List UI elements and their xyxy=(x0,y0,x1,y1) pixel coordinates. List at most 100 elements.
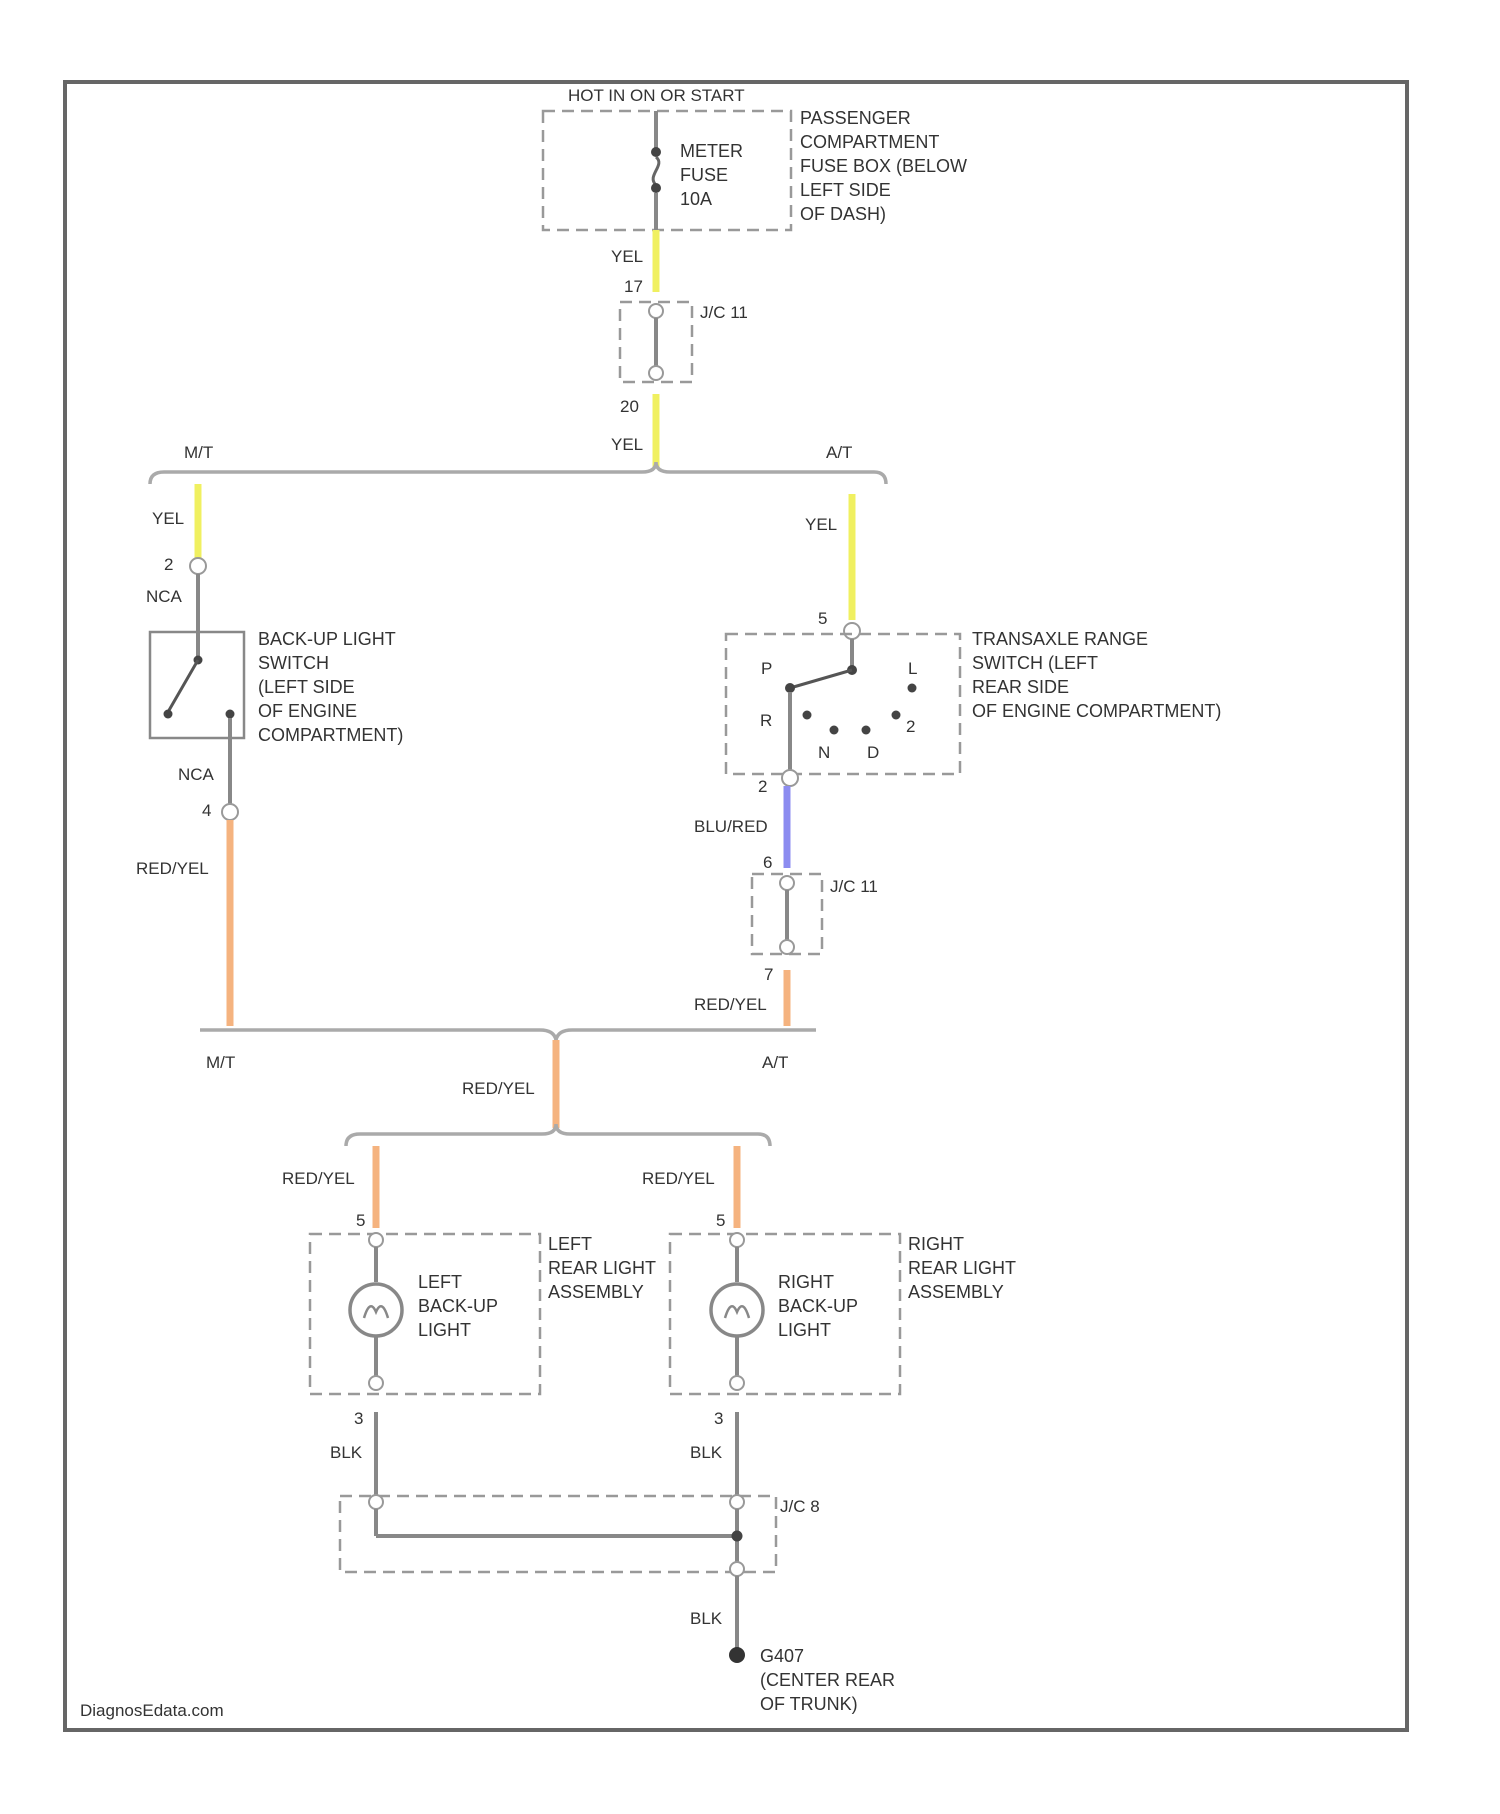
left-light-label-1: LEFT xyxy=(418,1272,462,1292)
range-switch-pin-in: 5 xyxy=(818,609,827,628)
wire-label-red-yel-left: RED/YEL xyxy=(282,1169,355,1188)
fuse-box-outline xyxy=(543,111,791,230)
right-bulb-filament xyxy=(725,1306,749,1318)
jc11-top-name: J/C 11 xyxy=(700,303,748,322)
backup-switch-pin-top: 2 xyxy=(164,555,173,574)
upper-branch-mt-label: M/T xyxy=(184,443,213,462)
range-switch-connector-in xyxy=(844,623,860,639)
jc11-bottom-pin-out: 7 xyxy=(764,965,773,984)
left-light-pin-bottom: 3 xyxy=(354,1409,363,1428)
right-assembly-label-2: REAR LIGHT xyxy=(908,1258,1016,1278)
range-position-2: 2 xyxy=(906,717,915,736)
range-position-n: N xyxy=(818,743,830,762)
wire-label-red-yel-mt: RED/YEL xyxy=(136,859,209,878)
backup-switch-desc-2: SWITCH xyxy=(258,653,329,673)
wire-label-red-yel-at: RED/YEL xyxy=(694,995,767,1014)
lower-branch-at-label: A/T xyxy=(762,1053,788,1072)
jc11-top-terminal-in xyxy=(649,304,663,318)
left-light-label-2: BACK-UP xyxy=(418,1296,498,1316)
wire-label-yel-2: YEL xyxy=(611,435,643,454)
wire-label-yel-1: YEL xyxy=(611,247,643,266)
jc11-top-terminal-out xyxy=(649,366,663,380)
jc11-top-pin-out: 20 xyxy=(620,397,639,416)
range-switch-desc-2: SWITCH (LEFT xyxy=(972,653,1098,673)
jc11-bottom-terminal-out xyxy=(780,940,794,954)
backup-switch-connector-top xyxy=(190,558,206,574)
left-assembly-label-3: ASSEMBLY xyxy=(548,1282,644,1302)
upper-branch-at-label: A/T xyxy=(826,443,852,462)
wire-label-nca-bottom: NCA xyxy=(178,765,215,784)
range-position-d: D xyxy=(867,743,879,762)
fuse-rating: 10A xyxy=(680,189,712,209)
wire-label-blk-right: BLK xyxy=(690,1443,723,1462)
jc11-bottom-pin-in: 6 xyxy=(763,853,772,872)
left-light-label-3: LIGHT xyxy=(418,1320,471,1340)
range-contact-2 xyxy=(892,711,901,720)
wire-label-nca-top: NCA xyxy=(146,587,183,606)
range-position-p: P xyxy=(761,659,772,678)
fuse-box-location-1: PASSENGER xyxy=(800,108,911,128)
range-switch-desc-4: OF ENGINE COMPARTMENT) xyxy=(972,701,1221,721)
fuse-box-location-4: LEFT SIDE xyxy=(800,180,891,200)
left-light-terminal-top xyxy=(369,1233,383,1247)
backup-switch-desc-3: (LEFT SIDE xyxy=(258,677,355,697)
jc8-terminal-left xyxy=(369,1495,383,1509)
right-light-pin-top: 5 xyxy=(716,1211,725,1230)
ground-g407-icon xyxy=(729,1647,745,1663)
range-switch-desc-3: REAR SIDE xyxy=(972,677,1069,697)
ground-label-2: (CENTER REAR xyxy=(760,1670,895,1690)
range-switch-connector-out xyxy=(782,770,798,786)
wire-label-blk-ground: BLK xyxy=(690,1609,723,1628)
range-position-l: L xyxy=(908,659,917,678)
right-light-label-1: RIGHT xyxy=(778,1272,834,1292)
range-position-r: R xyxy=(760,711,772,730)
range-contact-l xyxy=(908,684,917,693)
wire-label-yel-at: YEL xyxy=(805,515,837,534)
fuse-name-line-2: FUSE xyxy=(680,165,728,185)
backup-switch-contact-open xyxy=(164,710,173,719)
left-light-pin-top: 5 xyxy=(356,1211,365,1230)
jc8-terminal-out xyxy=(730,1562,744,1576)
range-switch-pin-out: 2 xyxy=(758,777,767,796)
ground-label-3: OF TRUNK) xyxy=(760,1694,858,1714)
transaxle-range-switch-outline xyxy=(726,634,960,774)
wire-label-blk-left: BLK xyxy=(330,1443,363,1462)
range-switch-desc-1: TRANSAXLE RANGE xyxy=(972,629,1148,649)
jc8-terminal-right xyxy=(730,1495,744,1509)
backup-switch-contact-output xyxy=(226,710,235,719)
right-light-pin-bottom: 3 xyxy=(714,1409,723,1428)
backup-switch-blade xyxy=(168,660,198,712)
ground-label-1: G407 xyxy=(760,1646,804,1666)
fuse-box-location-3: FUSE BOX (BELOW xyxy=(800,156,967,176)
backup-switch-desc-5: COMPARTMENT) xyxy=(258,725,403,745)
right-light-terminal-bottom xyxy=(730,1376,744,1390)
wire-label-blu-red: BLU/RED xyxy=(694,817,768,836)
range-contact-d xyxy=(862,726,871,735)
range-contact-r-lower xyxy=(803,711,812,720)
backup-switch-connector-bottom xyxy=(222,804,238,820)
meter-fuse-symbol xyxy=(653,157,659,185)
fuse-box-location-5: OF DASH) xyxy=(800,204,886,224)
left-assembly-label-2: REAR LIGHT xyxy=(548,1258,656,1278)
lamp-split-bus xyxy=(346,1124,770,1146)
backup-switch-pin-bottom: 4 xyxy=(202,801,211,820)
right-assembly-label-3: ASSEMBLY xyxy=(908,1282,1004,1302)
lower-branch-mt-label: M/T xyxy=(206,1053,235,1072)
lower-branch-bus xyxy=(200,1030,816,1040)
wire-label-red-yel-right: RED/YEL xyxy=(642,1169,715,1188)
jc11-top-pin-in: 17 xyxy=(624,277,643,296)
range-contact-r xyxy=(785,683,795,693)
fuse-terminal-top xyxy=(651,147,661,157)
backup-switch-desc-4: OF ENGINE xyxy=(258,701,357,721)
fuse-terminal-bottom xyxy=(651,183,661,193)
right-light-terminal-top xyxy=(730,1233,744,1247)
right-light-label-2: BACK-UP xyxy=(778,1296,858,1316)
power-status-label: HOT IN ON OR START xyxy=(568,86,745,105)
range-contact-n xyxy=(830,726,839,735)
right-light-label-3: LIGHT xyxy=(778,1320,831,1340)
fuse-box-location-2: COMPARTMENT xyxy=(800,132,939,152)
left-light-terminal-bottom xyxy=(369,1376,383,1390)
range-switch-wiper xyxy=(790,670,852,688)
upper-branch-bus xyxy=(150,462,886,484)
